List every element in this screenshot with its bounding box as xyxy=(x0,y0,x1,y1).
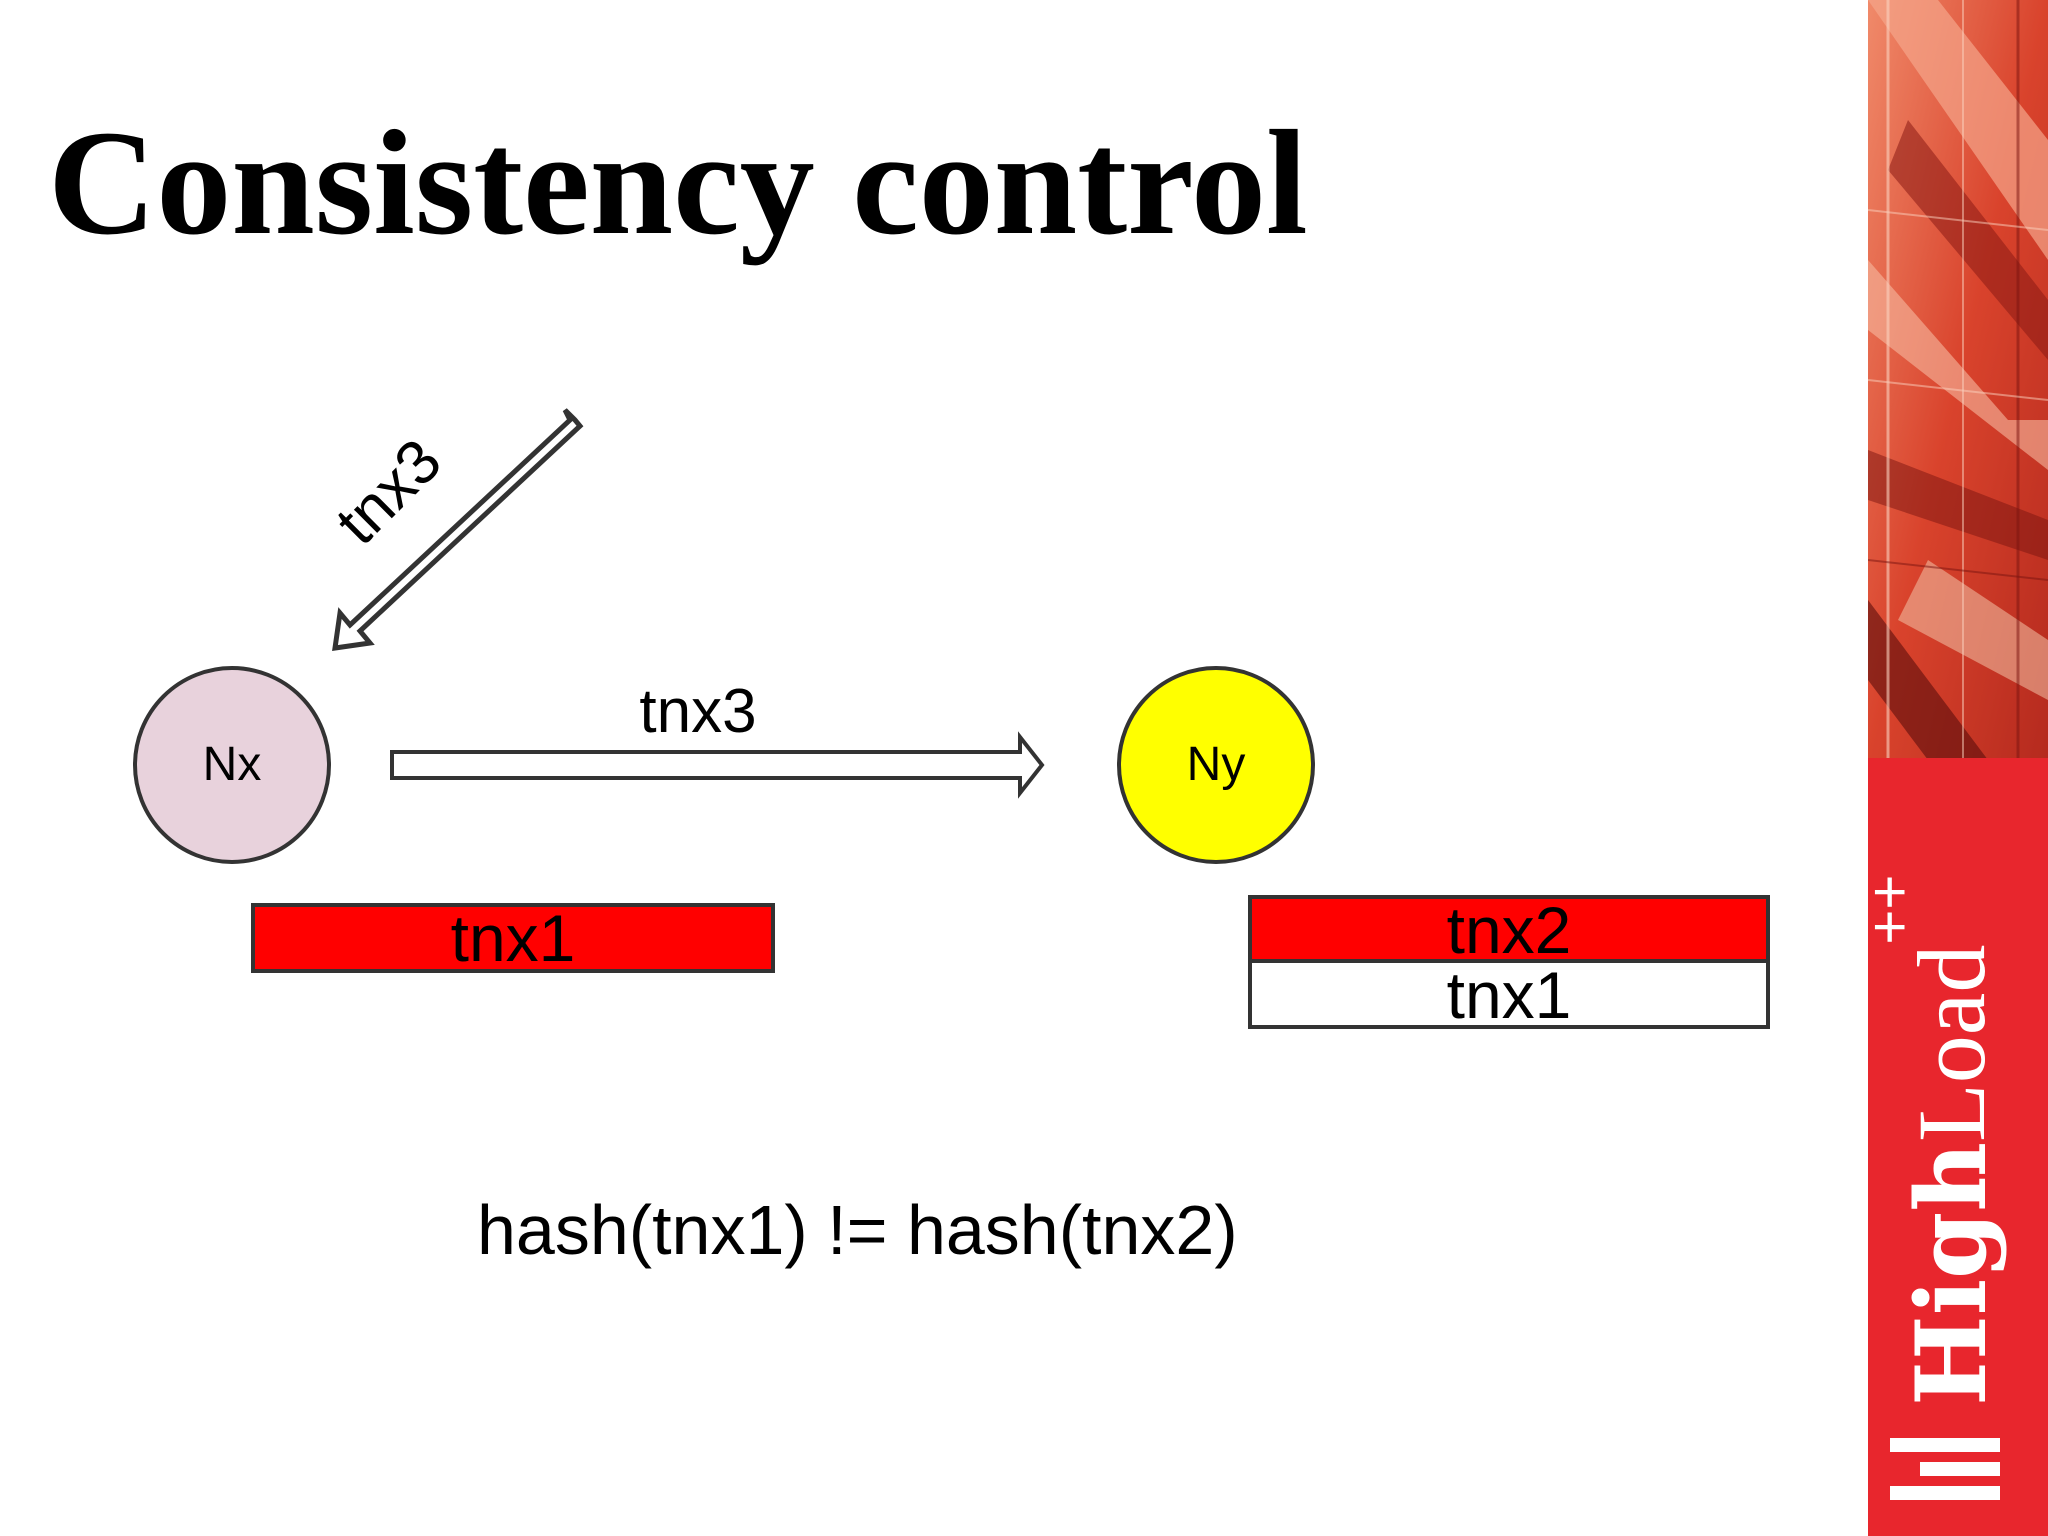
node-ny-log-entry-1-label: tnx2 xyxy=(1447,893,1572,967)
node-nx: Nx xyxy=(133,666,331,864)
node-ny-log-entry-1 xyxy=(1248,895,1770,963)
node-nx-label: Nx xyxy=(203,738,262,791)
node-nx-log-entry-1 xyxy=(251,903,775,973)
node-ny-label: Ny xyxy=(1187,738,1246,791)
node-nx-log: tnx1 xyxy=(251,901,775,975)
transfer-arrow-label: tnx3 xyxy=(639,677,756,746)
brand-load: Load xyxy=(1898,944,2005,1142)
incoming-arrow-label: tnx3 xyxy=(323,426,455,558)
node-ny-circle xyxy=(1117,666,1315,864)
node-ny: Ny xyxy=(1117,666,1315,864)
node-nx-circle xyxy=(133,666,331,864)
brand-sidebar xyxy=(1868,0,2048,1536)
hash-formula: hash(tnx1) != hash(tnx2) xyxy=(477,1191,1238,1269)
brand-high: High xyxy=(1895,1141,2008,1406)
node-ny-log-entry-2 xyxy=(1248,959,1770,1029)
incoming-arrow xyxy=(332,408,584,651)
slide-title: Consistency control xyxy=(48,100,1308,266)
transfer-arrow xyxy=(390,731,1045,799)
decorative-pattern xyxy=(1868,0,2048,1536)
node-ny-log: tnx2 tnx1 xyxy=(1248,893,1770,1032)
node-ny-log-entry-2-label: tnx1 xyxy=(1447,958,1572,1032)
brand-plus: ++ xyxy=(1856,874,1923,945)
highload-logo-icon xyxy=(1890,1438,2000,1500)
consistency-diagram: tnx3 Nx tnx3 Ny tnx1 tnx2 tnx1 xyxy=(133,408,1770,1032)
node-nx-log-entry-1-label: tnx1 xyxy=(451,901,576,975)
highload-logo: High Load ++ xyxy=(1856,875,2008,1500)
